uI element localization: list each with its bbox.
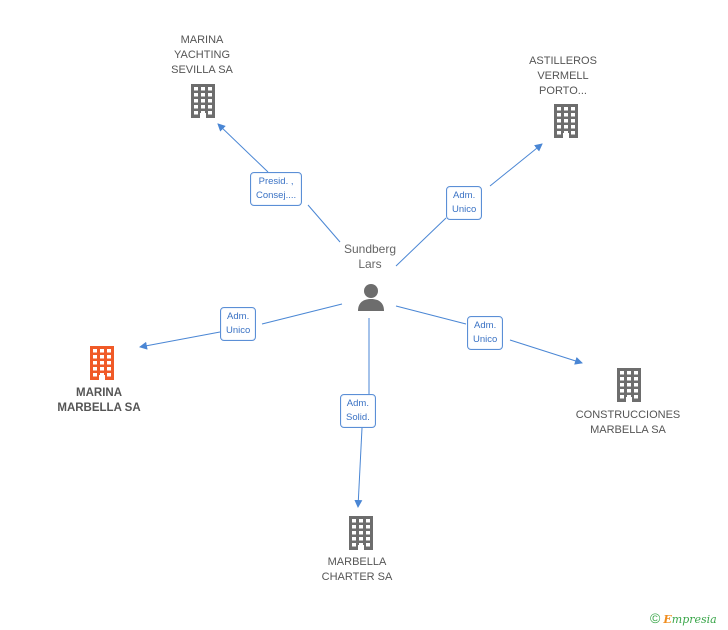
empresia-footer[interactable]: © Empresia <box>650 610 717 626</box>
marbella-charter-building-icon[interactable] <box>346 516 376 555</box>
relation-label-line: Solid. <box>346 412 370 423</box>
edge-marina-yachting-segment <box>307 204 341 243</box>
edge-marina-marbella-arrow <box>139 331 221 350</box>
copyright-icon: © <box>650 610 661 626</box>
astilleros-label-line: PORTO... <box>539 85 587 97</box>
astilleros-building-icon[interactable] <box>551 104 581 143</box>
relation-label-line: Adm. <box>453 190 476 201</box>
relation-label-construcciones[interactable]: Adm. Unico <box>467 316 504 350</box>
construcciones-label-line: MARBELLA SA <box>590 424 666 436</box>
relation-label-line: Unico <box>473 334 498 345</box>
construcciones-building-icon[interactable] <box>614 368 644 407</box>
marina-marbella-label[interactable]: MARINA MARBELLA SA <box>44 386 154 416</box>
relation-label-marbella-charter[interactable]: Adm. Solid. <box>340 394 376 428</box>
marina-marbella-label-line: MARBELLA SA <box>57 402 141 414</box>
astilleros-label[interactable]: ASTILLEROS VERMELL PORTO... <box>513 54 613 99</box>
construcciones-label-line: CONSTRUCCIONES <box>575 409 681 421</box>
marbella-charter-label-line: CHARTER SA <box>321 571 393 583</box>
edge-marina-yachting-arrow <box>217 123 269 173</box>
edge-astilleros-segment <box>395 217 447 267</box>
edge-construcciones-segment <box>395 305 467 325</box>
marina-marbella-label-line: MARINA <box>76 387 122 399</box>
astilleros-label-line: VERMELL <box>537 70 589 82</box>
relation-label-line: Adm. <box>346 398 369 409</box>
relation-label-line: Unico <box>452 204 477 215</box>
relation-label-astilleros[interactable]: Adm. Unico <box>446 186 483 220</box>
center-name-line-1: Sundberg <box>343 242 397 256</box>
person-icon[interactable] <box>356 282 386 312</box>
relation-label-line: Adm. <box>474 320 497 331</box>
relation-label-line: Presid. , <box>258 176 294 187</box>
marbella-charter-label-line: MARBELLA <box>327 556 387 568</box>
edge-marbella-charter-arrow <box>354 427 363 508</box>
edge-marina-marbella-segment <box>261 303 343 325</box>
brand-initial: E <box>663 613 672 626</box>
construcciones-label[interactable]: CONSTRUCCIONES MARBELLA SA <box>568 408 688 438</box>
center-name-line-2: Lars <box>358 257 382 271</box>
marina-marbella-building-icon[interactable] <box>87 346 117 385</box>
relation-label-line: Adm. <box>227 311 250 322</box>
edges-group <box>139 123 583 508</box>
marina-yachting-label-line: MARINA <box>180 34 224 46</box>
brand-name: mpresia <box>671 613 717 626</box>
relation-label-marina-marbella[interactable]: Adm. Unico <box>220 307 257 341</box>
marina-yachting-label-line: SEVILLA SA <box>171 64 233 76</box>
marina-yachting-label-line: YACHTING <box>173 49 231 61</box>
marina-yachting-building-icon[interactable] <box>188 84 218 123</box>
relation-label-marina-yachting[interactable]: Presid. , Consej.... <box>250 172 303 206</box>
relation-label-line: Unico <box>226 325 251 336</box>
edge-construcciones-arrow <box>509 339 583 365</box>
astilleros-label-line: ASTILLEROS <box>529 55 597 67</box>
relation-label-line: Consej.... <box>256 190 297 201</box>
edge-astilleros-arrow <box>489 143 543 187</box>
marina-yachting-label[interactable]: MARINA YACHTING SEVILLA SA <box>152 33 252 78</box>
marbella-charter-label[interactable]: MARBELLA CHARTER SA <box>307 555 407 585</box>
center-person-name[interactable]: Sundberg Lars <box>330 242 410 272</box>
